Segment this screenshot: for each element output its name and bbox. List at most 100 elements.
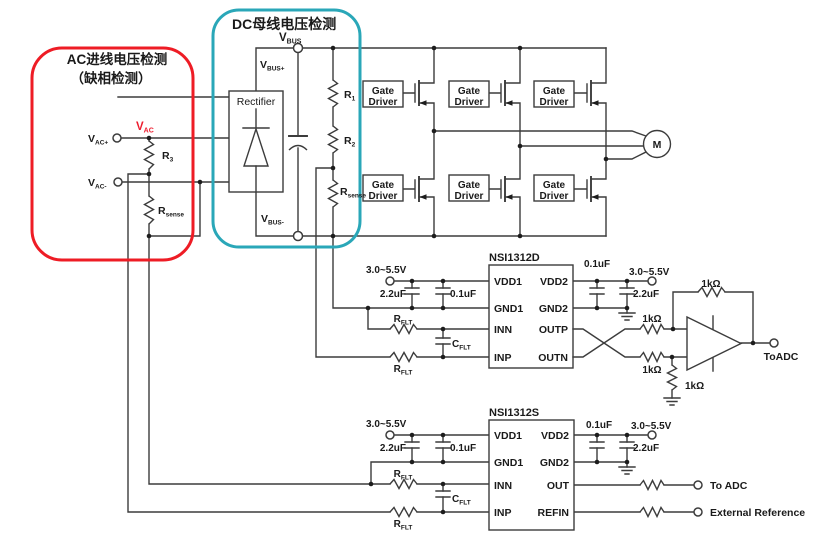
nsi1312d-name: NSI1312D	[489, 252, 540, 264]
ac-region-title: AC进线电压检测	[67, 51, 168, 67]
svg-text:CFLT: CFLT	[452, 494, 471, 507]
adc-terminal	[693, 480, 703, 490]
svg-text:GND2: GND2	[539, 303, 568, 315]
svg-text:Gate: Gate	[458, 180, 481, 191]
svg-text:Gate: Gate	[543, 180, 566, 191]
svg-text:3.0~5.5V: 3.0~5.5V	[366, 419, 407, 430]
nsi1312d-pins: VDD1 GND1 INN INP VDD2 GND2 OUTP OUTN	[494, 276, 568, 364]
r2-label: R2	[344, 135, 356, 149]
rsense-ac-label: Rsense	[158, 205, 184, 219]
svg-text:INP: INP	[494, 507, 512, 519]
vbus-minus-terminal	[292, 230, 304, 242]
svg-text:VDD1: VDD1	[494, 276, 522, 288]
svg-text:Gate: Gate	[372, 180, 395, 191]
vac-minus-terminal	[113, 177, 123, 187]
svg-text:RFLT: RFLT	[394, 314, 413, 327]
svg-text:OUT: OUT	[547, 480, 570, 492]
dc-region-title: DC母线电压检测	[232, 16, 336, 32]
nsi1312d-circuit	[393, 264, 649, 369]
svg-text:VDD2: VDD2	[540, 276, 568, 288]
nsi1312s-pins: VDD1 GND1 INN INP VDD2 GND2 OUT REFIN	[494, 430, 570, 519]
svg-text:RFLT: RFLT	[394, 364, 413, 377]
opamp-circuit	[663, 291, 771, 406]
rectifier-block	[228, 90, 284, 193]
nsi1312s-name: NSI1312S	[489, 407, 539, 419]
svg-text:1kΩ: 1kΩ	[685, 381, 704, 392]
vac-label: VAC	[136, 121, 154, 135]
vbus-label: VBUS	[279, 32, 302, 46]
rectifier-label: Rectifier	[237, 96, 276, 108]
s-supply2-terminal	[647, 430, 657, 440]
svg-text:3.0~5.5V: 3.0~5.5V	[366, 265, 407, 276]
nsi1312s-chip	[488, 419, 575, 531]
svg-text:0.1uF: 0.1uF	[584, 259, 610, 270]
r3-label: R3	[162, 150, 174, 164]
svg-text:RFLT: RFLT	[394, 519, 413, 532]
vbus-minus-label: VBUS-	[261, 213, 284, 227]
svg-text:INN: INN	[494, 324, 512, 336]
svg-text:OUTN: OUTN	[538, 352, 568, 364]
svg-text:Gate: Gate	[372, 86, 395, 97]
opamp-labels: 1kΩ 1kΩ 1kΩ 1kΩ ToADC	[642, 279, 798, 392]
d-supply1-terminal	[385, 276, 395, 286]
svg-text:1kΩ: 1kΩ	[701, 279, 720, 290]
svg-text:2.2uF: 2.2uF	[633, 443, 659, 454]
svg-text:Driver: Driver	[455, 191, 484, 202]
ext-ref-terminal	[693, 507, 703, 517]
svg-text:Gate: Gate	[458, 86, 481, 97]
svg-text:Driver: Driver	[540, 97, 569, 108]
motor-label: M	[653, 139, 662, 151]
svg-text:CFLT: CFLT	[452, 339, 471, 352]
ac-input-wires	[117, 96, 391, 513]
nsi1312d-passive-labels: 3.0~5.5V 2.2uF 0.1uF RFLT CFLT RFLT 0.1u…	[366, 259, 670, 377]
svg-text:3.0~5.5V: 3.0~5.5V	[629, 267, 670, 278]
svg-text:1kΩ: 1kΩ	[642, 365, 661, 376]
svg-text:Driver: Driver	[369, 97, 398, 108]
nsi1312d-chip	[488, 264, 574, 369]
dc-detect-region	[211, 8, 362, 249]
svg-text:0.1uF: 0.1uF	[450, 443, 476, 454]
svg-text:2.2uF: 2.2uF	[380, 289, 406, 300]
svg-text:0.1uF: 0.1uF	[586, 420, 612, 431]
opamp-symbol	[686, 315, 743, 372]
svg-text:1kΩ: 1kΩ	[642, 314, 661, 325]
svg-text:GND1: GND1	[494, 457, 523, 469]
junction-dots	[146, 45, 756, 515]
svg-text:OUTP: OUTP	[539, 324, 568, 336]
resistors	[143, 79, 726, 519]
adc-output-label: To ADC	[710, 480, 748, 492]
d-supply2-terminal	[647, 276, 657, 286]
svg-text:Driver: Driver	[455, 97, 484, 108]
svg-text:3.0~5.5V: 3.0~5.5V	[631, 421, 672, 432]
opamp-adc-label: ToADC	[764, 351, 799, 363]
svg-text:Gate: Gate	[543, 86, 566, 97]
gate-driver-blocks	[362, 80, 575, 202]
svg-text:VDD1: VDD1	[494, 430, 522, 442]
ac-detect-region	[30, 46, 195, 262]
svg-text:2.2uF: 2.2uF	[633, 289, 659, 300]
s-supply1-terminal	[385, 430, 395, 440]
vbus-terminal	[292, 42, 304, 54]
vac-plus-terminal	[112, 133, 122, 143]
gate-driver-labels: Gate Driver Gate Driver Gate Driver Gate…	[369, 86, 569, 202]
inverter-bridge	[402, 47, 647, 237]
opamp-adc-terminal	[769, 338, 779, 348]
motor-symbol	[642, 129, 672, 159]
svg-text:INN: INN	[494, 480, 512, 492]
rsense-dc-label: Rsense	[340, 186, 366, 200]
svg-text:2.2uF: 2.2uF	[380, 443, 406, 454]
svg-text:Driver: Driver	[369, 191, 398, 202]
svg-text:GND2: GND2	[540, 457, 569, 469]
svg-text:INP: INP	[494, 352, 512, 364]
dc-link-capacitor	[288, 135, 308, 151]
r1-label: R1	[344, 89, 356, 103]
vac-plus-label: VAC+	[88, 133, 108, 147]
svg-text:Driver: Driver	[540, 191, 569, 202]
ac-region-subtitle: （缺相检测）	[71, 70, 152, 86]
terminals	[112, 42, 779, 517]
svg-text:0.1uF: 0.1uF	[450, 289, 476, 300]
nsi1312s-circuit	[370, 419, 695, 531]
ext-ref-label: External Reference	[710, 507, 805, 519]
